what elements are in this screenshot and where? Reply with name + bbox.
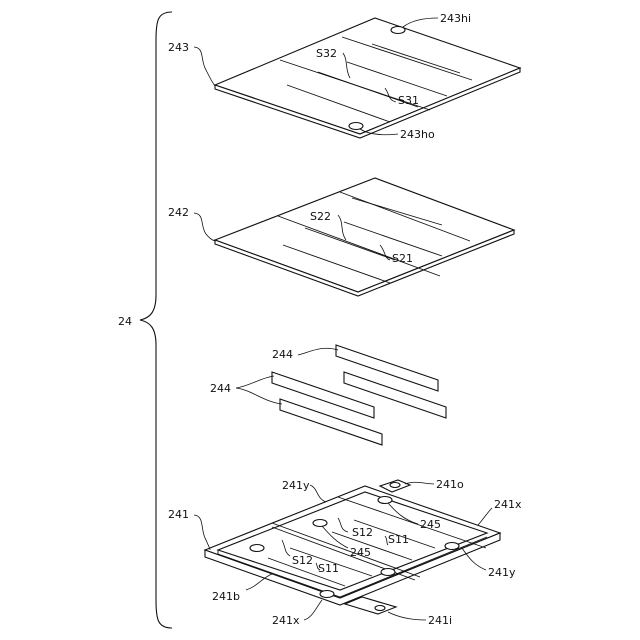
label-s12-left: S12 [292,554,313,567]
leader-241x-bottom [304,600,322,620]
label-top-hole-out: 243ho [400,128,435,141]
label-mid-s22: S22 [310,210,331,223]
boss-icon [445,543,459,550]
label-241i: 241i [428,614,452,627]
label-241x-right: 241x [494,498,522,511]
label-241y-top: 241y [282,479,310,492]
label-top-s32: S32 [316,47,337,60]
leader-241x-right [478,508,492,525]
leader-241i [388,612,426,620]
leader-spacer-a [298,348,338,355]
top-plate-243 [215,18,520,138]
leader-base-plate [194,515,210,550]
leader-top-hole-in [403,18,438,27]
label-s12-right: S12 [352,526,373,539]
label-mid-plate: 242 [168,206,189,219]
label-241y-right: 241y [488,566,516,579]
spacers-244 [272,345,446,445]
middle-plate-242 [215,178,514,296]
label-mid-s21: S21 [392,252,413,265]
label-241o: 241o [436,478,464,491]
leader-241y-top [310,485,326,502]
leader-mid-plate [194,213,215,241]
boss-icon [250,545,264,552]
label-241x-bottom: 241x [272,614,300,627]
label-s11-left: S11 [318,562,339,575]
label-241b: 241b [212,590,240,603]
leader-spacer-b1 [236,376,274,388]
label-245-left: 245 [350,546,371,559]
top-hole-in-icon [391,27,405,34]
label-s11-right: S11 [388,533,409,546]
label-spacer-b: 244 [210,382,231,395]
label-top-s31: S31 [398,94,419,107]
label-245-right: 245 [420,518,441,531]
leader-241o [405,482,434,484]
top-hole-out-icon [349,123,363,130]
boss-icon [320,591,334,598]
leader-spacer-b2 [236,388,282,404]
leader-top-plate [194,47,215,86]
label-top-plate: 243 [168,41,189,54]
assembly-brace [140,12,172,628]
label-top-hole-in: 243hi [440,12,471,25]
boss-icon [381,569,395,576]
boss-icon [313,520,327,527]
label-assembly: 24 [118,315,132,328]
boss-icon [378,497,392,504]
label-base-plate: 241 [168,508,189,521]
label-spacer-a: 244 [272,348,293,361]
